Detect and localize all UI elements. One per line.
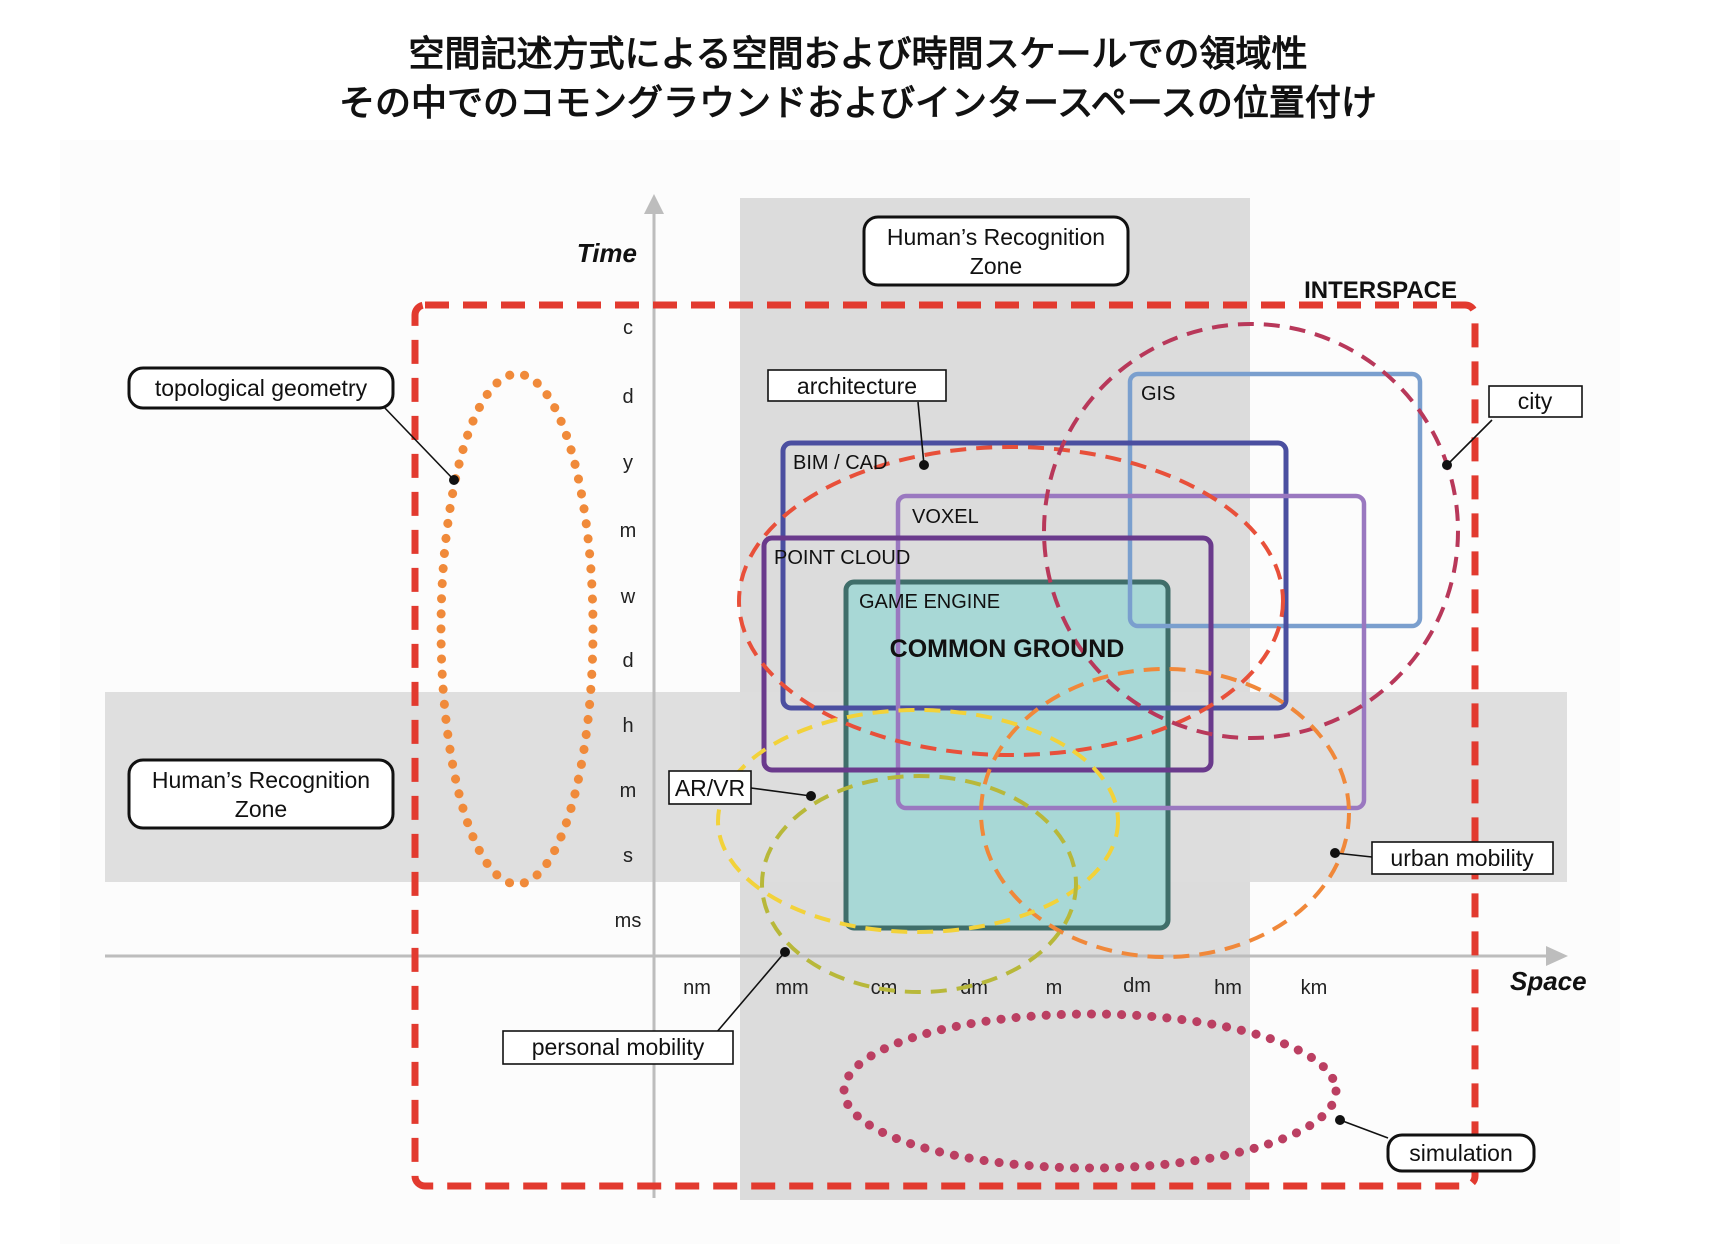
city-dot bbox=[1442, 460, 1452, 470]
architecture-box bbox=[767, 369, 947, 402]
time-tick: d bbox=[622, 650, 633, 672]
bim-cad-label: BIM / CAD bbox=[793, 452, 887, 474]
topological-geometry-leader bbox=[381, 404, 455, 481]
architecture-ellipse bbox=[737, 445, 1285, 757]
ar-vr-label: AR/VR bbox=[675, 775, 745, 801]
human-recognition-zone-top-line-2: Zone bbox=[970, 253, 1022, 279]
personal-mobility-box bbox=[502, 1030, 734, 1065]
voxel-region bbox=[895, 493, 1367, 811]
space-tick: hm bbox=[1214, 977, 1242, 999]
personal-mobility-label: personal mobility bbox=[532, 1034, 705, 1060]
ar-vr-leader bbox=[750, 787, 812, 797]
topological-geometry-box bbox=[127, 366, 395, 410]
architecture-leader bbox=[917, 401, 925, 466]
time-tick: m bbox=[620, 520, 637, 542]
space-tick: m bbox=[1046, 977, 1063, 999]
simulation-box bbox=[1386, 1133, 1536, 1173]
time-tick: c bbox=[623, 317, 633, 339]
space-axis-arrowhead bbox=[1546, 946, 1568, 966]
bim-cad-region bbox=[780, 440, 1289, 711]
title-line-2: その中でのコモングラウンドおよびインタースペースの位置付け bbox=[339, 83, 1377, 124]
time-tick: d bbox=[622, 386, 633, 408]
time-axis-label: Time bbox=[577, 238, 637, 268]
time-axis-arrowhead bbox=[644, 194, 664, 214]
simulation-label: simulation bbox=[1409, 1140, 1513, 1166]
human-recognition-zone-left-box bbox=[127, 758, 395, 830]
gis-region bbox=[1127, 371, 1423, 629]
urban-mobility-leader bbox=[1334, 852, 1373, 858]
human-recognition-zone-top-line-1: Human’s Recognition bbox=[887, 224, 1105, 250]
space-tick: km bbox=[1301, 977, 1328, 999]
city-label: city bbox=[1518, 388, 1553, 414]
diagram-title: 空間記述方式による空間および時間スケールでの領域性 その中でのコモングラウンドお… bbox=[0, 30, 1716, 128]
architecture-label: architecture bbox=[797, 373, 917, 399]
human-recognition-zone-top-box bbox=[862, 215, 1130, 287]
time-tick-labels: c d y m w d h m s ms bbox=[615, 317, 642, 932]
city-leader bbox=[1446, 419, 1493, 466]
time-tick: h bbox=[622, 715, 633, 737]
urban-mobility-label: urban mobility bbox=[1390, 845, 1534, 871]
personal-mobility-leader bbox=[715, 951, 786, 1034]
interspace-boundary bbox=[411, 301, 1479, 1190]
time-tick: y bbox=[623, 452, 633, 474]
space-axis-label: Space bbox=[1510, 966, 1587, 996]
human-recognition-zone-left-line-2: Zone bbox=[235, 796, 287, 822]
personal-mobility-ellipse bbox=[760, 774, 1078, 994]
game-engine-label: GAME ENGINE bbox=[859, 591, 1000, 613]
gis-label: GIS bbox=[1141, 383, 1175, 405]
space-tick: dm bbox=[960, 977, 988, 999]
topological-geometry-label: topological geometry bbox=[155, 375, 368, 401]
simulation-ellipse bbox=[839, 1009, 1341, 1173]
simulation-leader bbox=[1339, 1119, 1389, 1139]
topological-geometry-dot bbox=[449, 475, 459, 485]
space-tick: nm bbox=[683, 977, 711, 999]
time-tick: s bbox=[623, 845, 633, 867]
space-tick: mm bbox=[775, 977, 808, 999]
space-tick-labels: nm mm cm dm m dm hm km bbox=[683, 975, 1327, 999]
topological-geometry-ellipse bbox=[436, 369, 598, 889]
interspace-label: INTERSPACE bbox=[1304, 277, 1457, 304]
urban-mobility-ellipse bbox=[979, 667, 1351, 959]
architecture-dot bbox=[919, 460, 929, 470]
time-tick: m bbox=[620, 780, 637, 802]
title-line-1: 空間記述方式による空間および時間スケールでの領域性 bbox=[408, 34, 1308, 75]
time-tick: ms bbox=[615, 910, 642, 932]
personal-mobility-dot bbox=[780, 947, 790, 957]
city-box bbox=[1488, 385, 1583, 418]
voxel-label: VOXEL bbox=[912, 506, 979, 528]
urban-mobility-dot bbox=[1330, 848, 1340, 858]
ar-vr-box bbox=[668, 770, 752, 805]
ar-vr-dot bbox=[806, 791, 816, 801]
urban-mobility-box bbox=[1371, 841, 1554, 875]
human-recognition-zone-left-line-1: Human’s Recognition bbox=[152, 767, 370, 793]
simulation-dot bbox=[1335, 1115, 1345, 1125]
space-tick: dm bbox=[1123, 975, 1151, 997]
city-circle bbox=[1042, 322, 1460, 740]
point-cloud-label: POINT CLOUD bbox=[774, 547, 910, 569]
common-ground-label: COMMON GROUND bbox=[890, 635, 1125, 663]
ar-vr-ellipse bbox=[716, 708, 1120, 934]
time-tick: w bbox=[620, 586, 636, 608]
